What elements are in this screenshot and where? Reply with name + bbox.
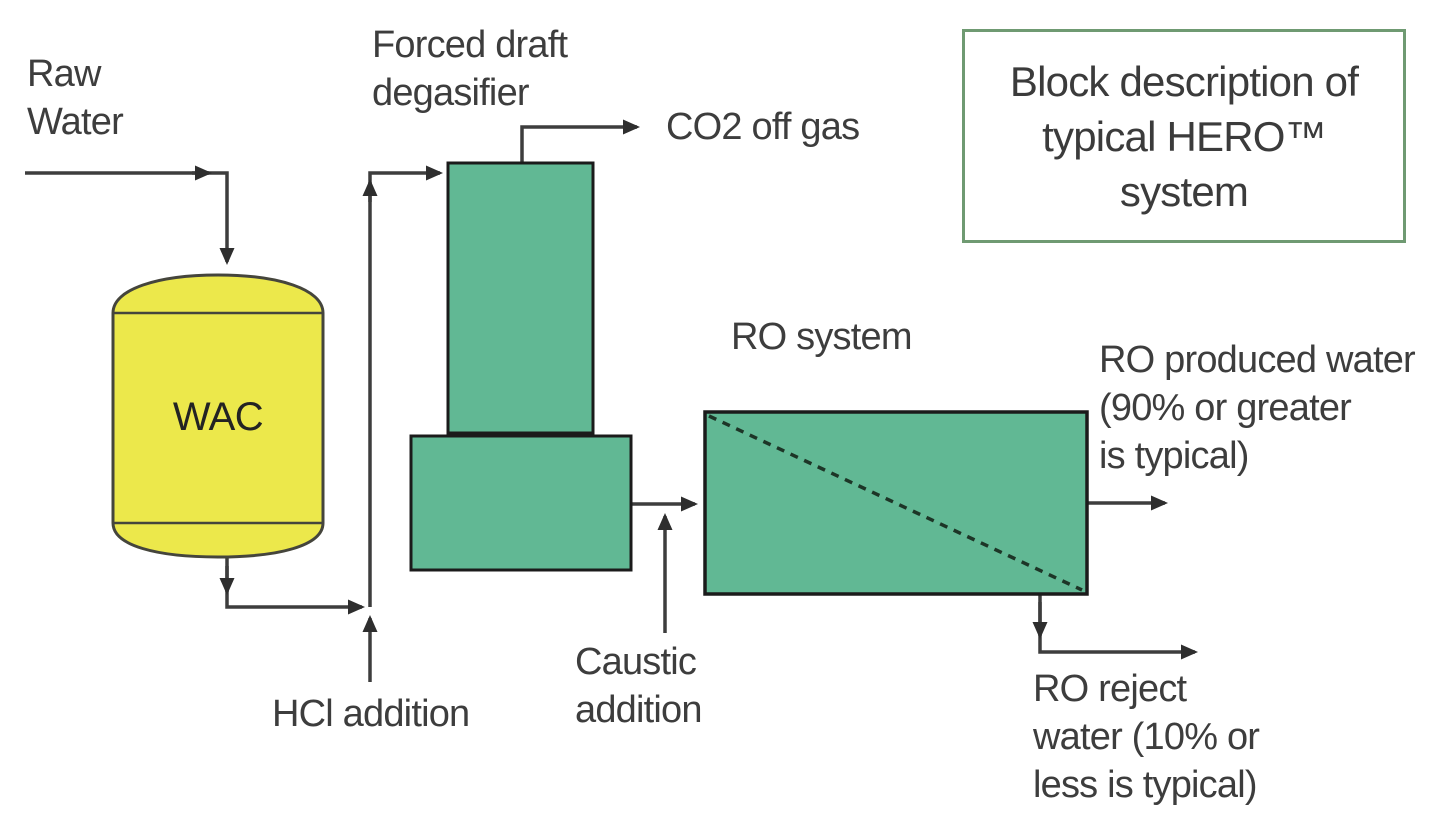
degasifier-inlet-line — [368, 165, 443, 607]
ro-unit — [703, 410, 1089, 596]
block-description-box: Block description of typical HERO™ syste… — [962, 29, 1406, 243]
wac-vessel — [111, 273, 325, 559]
ro-reject-line — [1038, 594, 1198, 660]
hcl-addition-label: HCl addition — [272, 693, 470, 735]
raw-water-line — [25, 171, 235, 265]
ro-reject-water-label: RO reject water (10% or less is typical) — [1033, 668, 1260, 806]
degasifier-sump — [409, 434, 633, 572]
ro-produced-water-label: RO produced water (90% or greater is typ… — [1099, 339, 1416, 477]
raw-water-label: Raw Water — [27, 53, 124, 143]
block-description-text: Block description of typical HERO™ syste… — [1009, 57, 1359, 215]
forced-draft-degasifier-label: Forced draft degasifier — [372, 24, 568, 114]
wac-outlet-line — [225, 557, 365, 615]
co2-vent-line — [520, 119, 640, 163]
caustic-addition-label: Caustic addition — [575, 641, 703, 731]
co2-off-gas-label: CO2 off gas — [666, 106, 860, 148]
degasifier-tower — [446, 161, 595, 435]
wac-label: WAC — [172, 395, 264, 439]
ro-system-label: RO system — [731, 316, 913, 358]
